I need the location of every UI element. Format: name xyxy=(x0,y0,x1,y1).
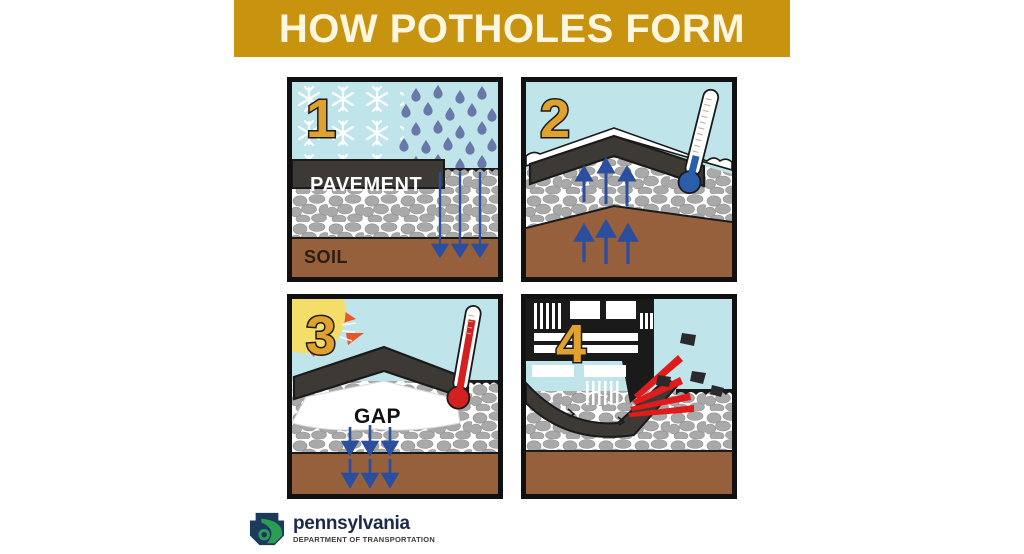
water-seepage-arrows xyxy=(430,172,490,259)
panel-number-4: 4 xyxy=(554,314,587,374)
warm-thermometer xyxy=(446,305,482,410)
panel-1-illustration xyxy=(292,82,498,277)
label-pavement: PAVEMENT xyxy=(310,174,423,196)
soil-heave-arrows-up xyxy=(573,218,639,264)
snowflakes xyxy=(292,82,404,170)
panel-2-illustration xyxy=(526,82,732,277)
panel-collapse: 4 xyxy=(521,294,737,499)
panel-3-illustration xyxy=(292,299,498,494)
panel-4-illustration xyxy=(526,299,732,494)
penndot-logo: pennsylvania DEPARTMENT OF TRANSPORTATIO… xyxy=(248,508,448,550)
panel-number-2: 2 xyxy=(538,89,571,149)
panel-number-1: 1 xyxy=(304,89,337,149)
pavement-layer xyxy=(292,159,445,189)
gap-void xyxy=(292,380,461,431)
label-soil: SOIL xyxy=(304,247,349,267)
panel-precipitation: 1 PAVEMENT SOIL xyxy=(287,77,503,282)
thaw-arrows-down xyxy=(340,425,400,457)
soil-arrows-down xyxy=(340,459,400,489)
panel-freeze: 2 xyxy=(521,77,737,282)
debris-chunks xyxy=(656,333,724,397)
soil-layer xyxy=(526,451,732,494)
panel-thaw: 3 GAP xyxy=(287,294,503,499)
title-banner: HOW POTHOLES FORM xyxy=(234,0,790,57)
frost-heave-arrows-up xyxy=(574,157,637,206)
cold-thermometer xyxy=(677,88,720,195)
agency-name: pennsylvania xyxy=(293,513,410,535)
panel-number-3: 3 xyxy=(304,306,337,366)
pavement-cracks xyxy=(567,408,626,426)
snow-cover xyxy=(526,127,732,171)
truck xyxy=(526,299,654,405)
logo-text-block: pennsylvania DEPARTMENT OF TRANSPORTATIO… xyxy=(293,513,435,544)
sun-icon xyxy=(292,299,364,357)
buckled-pavement xyxy=(528,134,706,188)
agency-subtitle: DEPARTMENT OF TRANSPORTATION xyxy=(293,534,435,544)
keystone-logo-icon xyxy=(249,512,285,546)
label-gap: GAP xyxy=(354,405,402,428)
page-title: HOW POTHOLES FORM xyxy=(278,6,746,51)
